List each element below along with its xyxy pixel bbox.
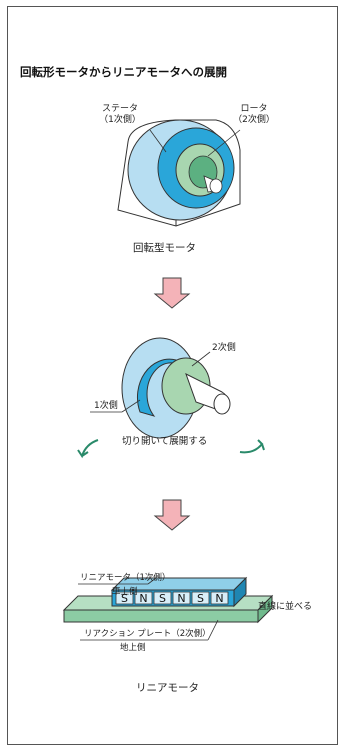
pole-cell xyxy=(210,591,229,605)
pole-cell xyxy=(134,591,153,605)
pole-letter: S xyxy=(159,592,166,605)
primary-block-side xyxy=(233,576,247,608)
rotor-label: ロータ （2次側） xyxy=(228,104,280,126)
secondary-side-label: 2次側 xyxy=(212,343,236,353)
unroll-caption: 切り開いて展開する xyxy=(122,436,208,447)
figure-title: 回転形モータからリニアモータへの展開 xyxy=(20,65,227,79)
down-arrow-2 xyxy=(153,499,191,531)
shaft-end-unrolled xyxy=(213,393,231,415)
rotary-motor-illustration xyxy=(117,119,241,227)
arrange-label: 直線に並べる xyxy=(258,602,313,612)
unroll-arrow-left xyxy=(77,439,99,459)
rotor-label-text: ロータ xyxy=(240,104,268,114)
unrolled-motor-illustration xyxy=(77,337,265,459)
linear-primary-label: リニアモータ（1次側） xyxy=(80,573,171,583)
stator-leader xyxy=(149,129,167,153)
pole-cell xyxy=(191,591,210,605)
pole-letter: S xyxy=(121,592,128,605)
rotary-caption: 回転型モータ xyxy=(133,242,196,254)
reaction-plate-side xyxy=(257,594,273,624)
secondary-leader xyxy=(191,351,211,367)
linear-secondary-label: リアクション プレート（2次側） xyxy=(84,629,211,639)
rotor-label-sub: （2次側） xyxy=(233,115,275,125)
pole-cell xyxy=(172,591,191,605)
pole-cell xyxy=(115,591,134,605)
stator-label-sub: （1次側） xyxy=(99,115,141,125)
rotor-leader xyxy=(207,129,241,157)
shaft-end xyxy=(209,178,223,194)
linear-primary-sub: 車上側 xyxy=(112,587,138,597)
pole-letter: N xyxy=(177,592,185,605)
primary-leader xyxy=(121,399,141,413)
secondary-leader xyxy=(207,619,219,641)
primary-leader xyxy=(147,577,157,585)
stator-label: ステータ （1次側） xyxy=(92,104,148,126)
pole-letter: S xyxy=(197,592,204,605)
down-arrow-1 xyxy=(153,277,191,309)
pole-cell xyxy=(153,591,172,605)
stator-label-text: ステータ xyxy=(101,104,138,114)
reaction-plate-front xyxy=(63,609,259,623)
primary-side-label: 1次側 xyxy=(94,401,118,411)
linear-caption: リニアモータ xyxy=(136,682,199,694)
unroll-arrow-right xyxy=(239,439,265,454)
linear-secondary-sub: 地上側 xyxy=(120,643,146,653)
pole-letter: N xyxy=(215,592,223,605)
pole-letter: N xyxy=(139,592,147,605)
